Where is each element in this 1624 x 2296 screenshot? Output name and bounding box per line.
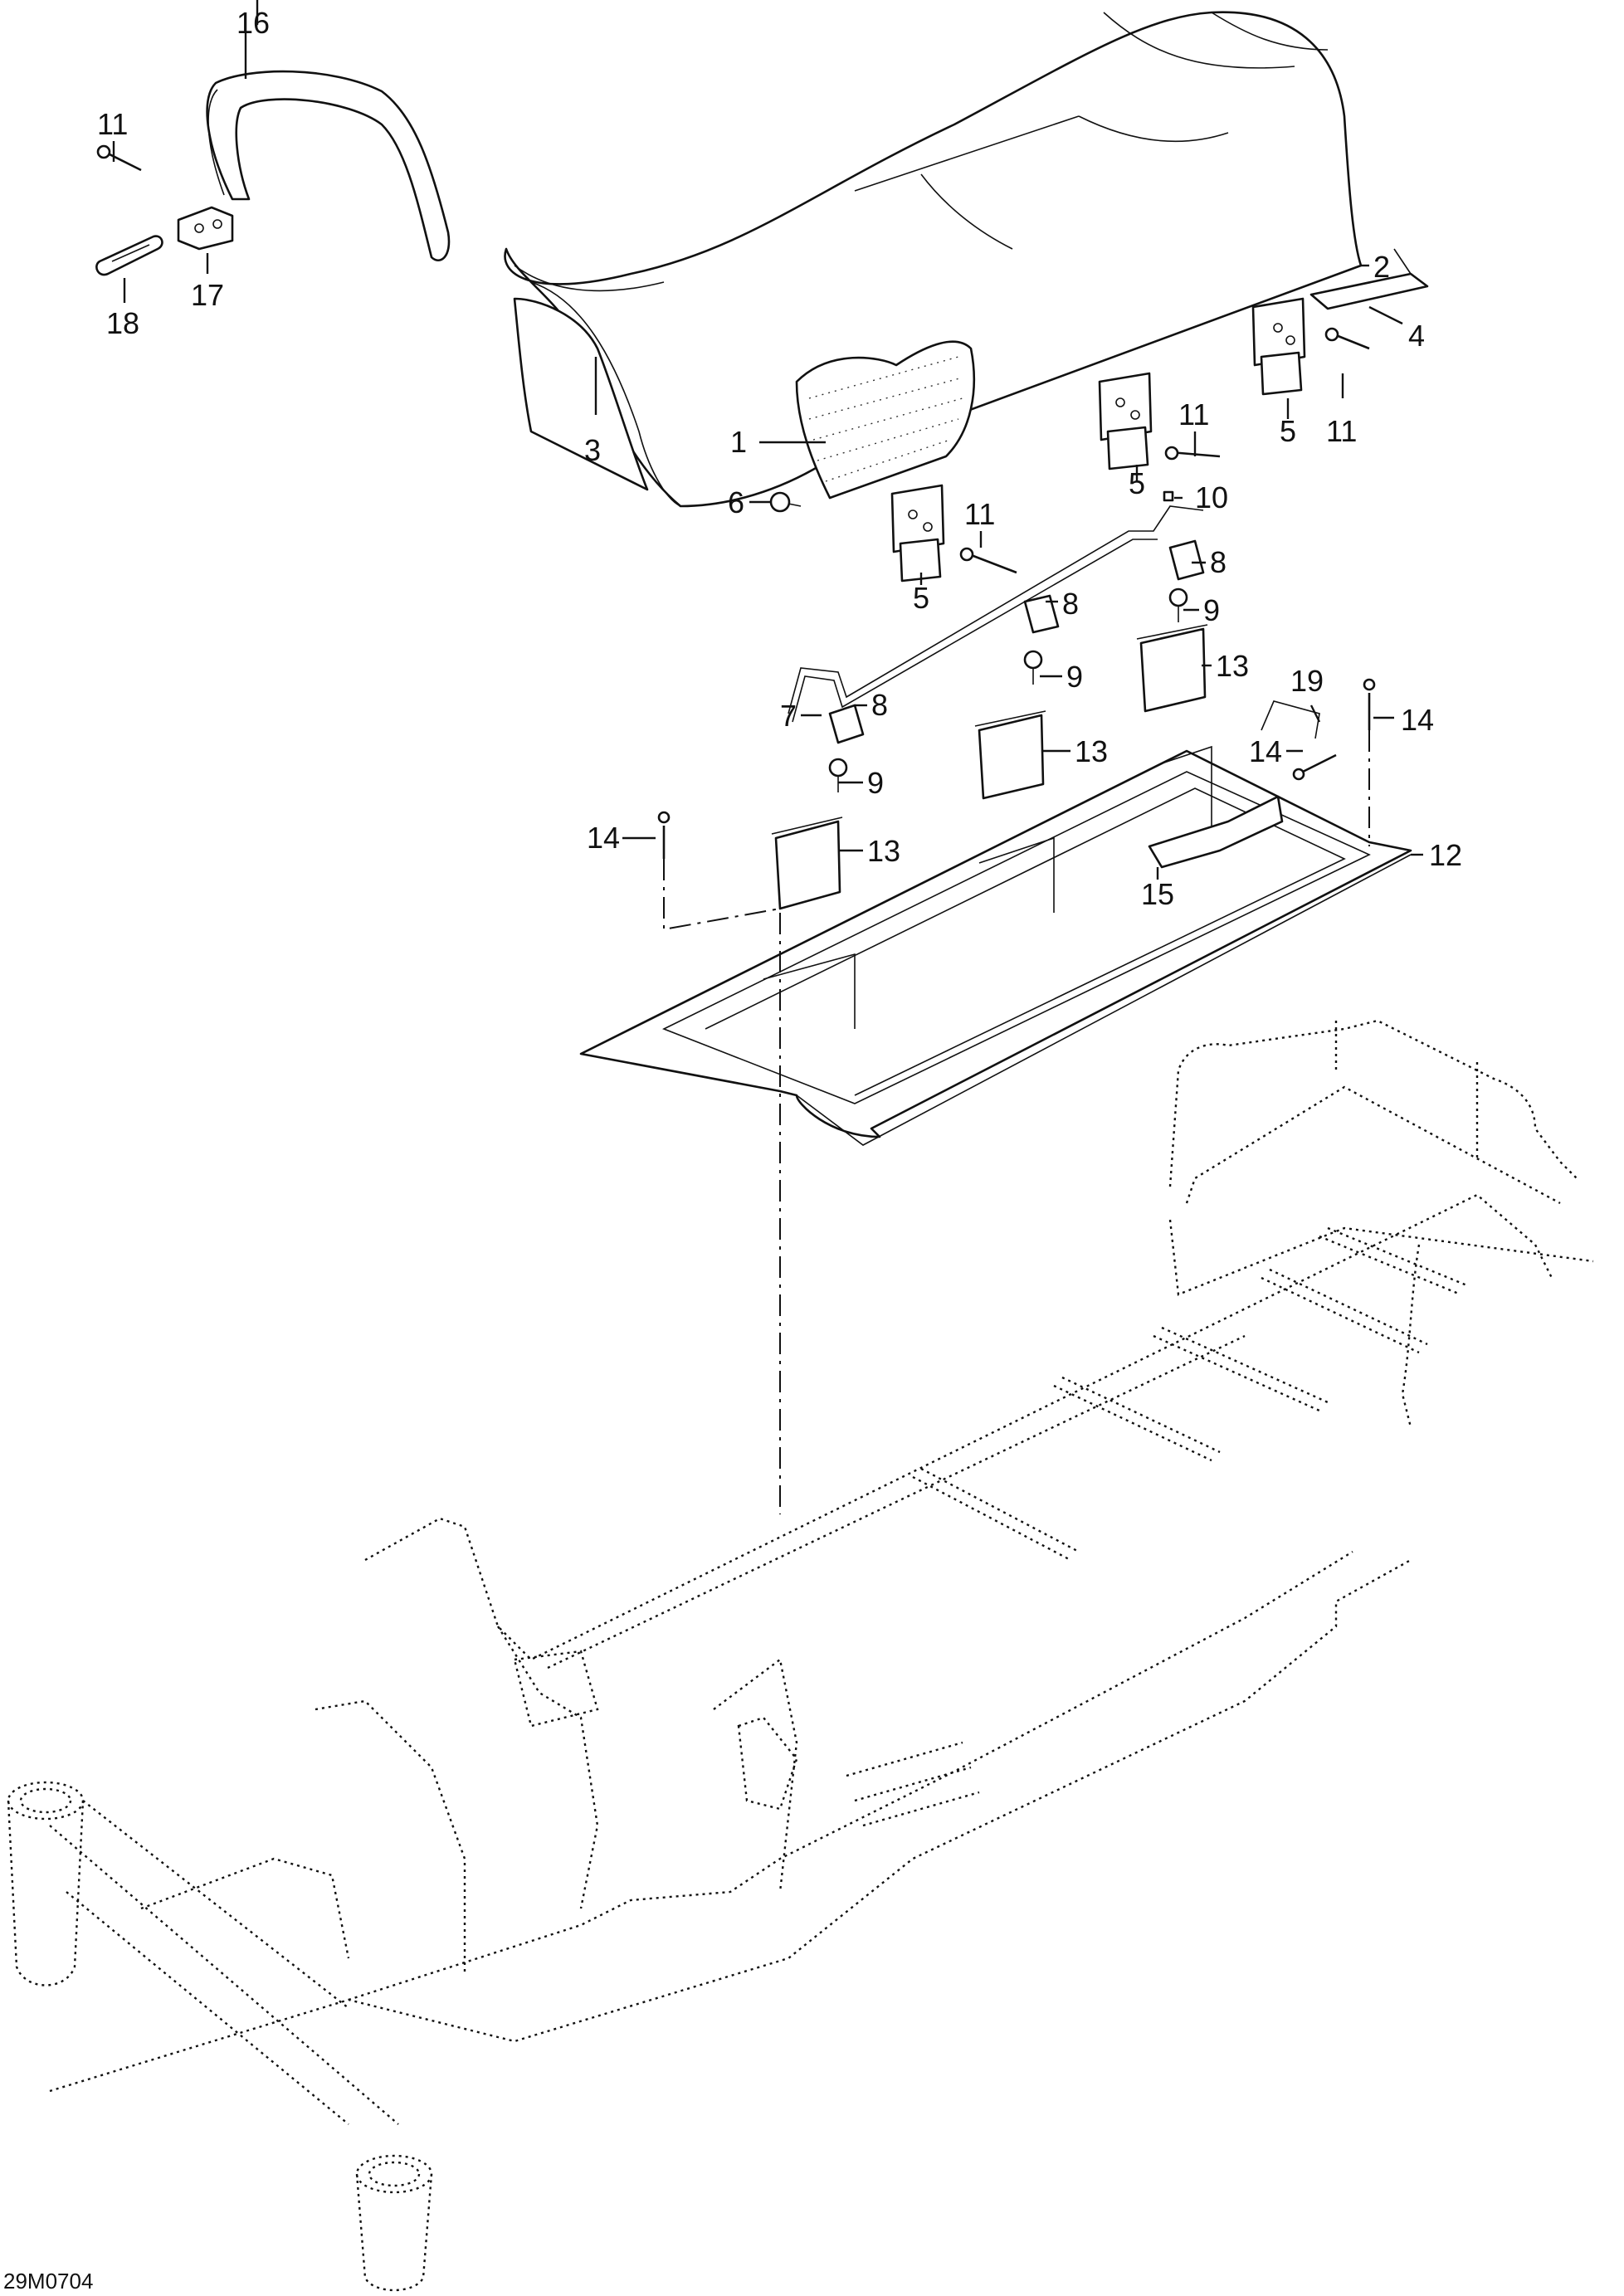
- tray-bracket-1: [771, 817, 843, 910]
- callout-7: 7: [780, 699, 797, 733]
- alignment-lines: [663, 730, 1370, 1514]
- part-4-bar: [1309, 248, 1429, 310]
- callout-13-c: 13: [1216, 649, 1249, 683]
- hinge-left: [890, 484, 945, 583]
- chassis-frame: [7, 1019, 1594, 2292]
- callout-5-b: 5: [1129, 466, 1145, 500]
- callout-16: 16: [237, 6, 270, 40]
- storage-tray: [579, 745, 1412, 1146]
- callout-8-a: 8: [871, 688, 888, 722]
- screw-1: [828, 758, 848, 792]
- callout-11-a: 11: [964, 497, 995, 531]
- callout-15: 15: [1141, 877, 1174, 911]
- callout-14-c: 14: [1249, 734, 1282, 768]
- callout-labels: 16 11 17 18 2 4 3 1 5 11 11 5 6 10 11 5 …: [3, 6, 1462, 2294]
- rivet-11-c: [1324, 327, 1370, 350]
- callout-19: 19: [1290, 664, 1324, 698]
- callout-9-b: 9: [1066, 660, 1083, 694]
- seat: [504, 11, 1363, 508]
- clip-1: [828, 704, 865, 744]
- clip-3: [1168, 539, 1205, 581]
- diagram-code: 29M0704: [3, 2269, 93, 2294]
- callout-18: 18: [106, 306, 139, 340]
- callout-6: 6: [728, 485, 744, 519]
- callout-1: 1: [730, 425, 747, 459]
- hinge-right: [1251, 297, 1306, 396]
- clip-2: [1023, 594, 1060, 634]
- callout-11-d: 11: [97, 107, 128, 141]
- callout-5-c: 5: [1280, 414, 1296, 448]
- callout-5-a: 5: [913, 581, 929, 615]
- callout-8-b: 8: [1062, 587, 1079, 621]
- callout-13-a: 13: [867, 834, 900, 868]
- callout-10: 10: [1195, 480, 1228, 514]
- callout-4: 4: [1408, 319, 1425, 353]
- rivet-14-a: [657, 811, 671, 859]
- callout-14-a: 14: [587, 821, 620, 855]
- part-15-clip: [1148, 795, 1284, 869]
- rivet-11-d: [96, 144, 142, 172]
- tray-bracket-2: [974, 710, 1046, 800]
- callout-9-c: 9: [1203, 593, 1220, 627]
- rivet-14-b: [1363, 678, 1376, 730]
- grab-handle: [206, 70, 451, 262]
- rivet-11-b: [1164, 446, 1221, 461]
- callout-11-b: 11: [1178, 397, 1209, 431]
- tray-bracket-3: [1136, 624, 1208, 713]
- callout-11-c: 11: [1326, 414, 1357, 448]
- part-18-clip: [95, 235, 163, 276]
- leader-lines: [112, 0, 1423, 880]
- part-19-wire: [1261, 700, 1320, 739]
- screw-3: [1168, 587, 1188, 622]
- screw-6: [769, 491, 802, 513]
- callout-13-b: 13: [1075, 734, 1108, 768]
- callout-2: 2: [1373, 250, 1390, 284]
- callout-12: 12: [1429, 838, 1462, 872]
- rivet-14-c: [1292, 753, 1337, 781]
- grommet-10: [1163, 490, 1174, 502]
- callout-9-a: 9: [867, 766, 884, 800]
- hinge-middle: [1098, 372, 1153, 470]
- latch-rod: [788, 505, 1204, 723]
- screw-2: [1023, 650, 1043, 685]
- rivet-11-a: [959, 547, 1017, 574]
- callout-8-c: 8: [1210, 545, 1227, 579]
- callout-17: 17: [191, 278, 224, 312]
- part-17-bracket: [177, 206, 234, 251]
- callout-14-b: 14: [1401, 703, 1434, 737]
- callout-3: 3: [584, 433, 601, 467]
